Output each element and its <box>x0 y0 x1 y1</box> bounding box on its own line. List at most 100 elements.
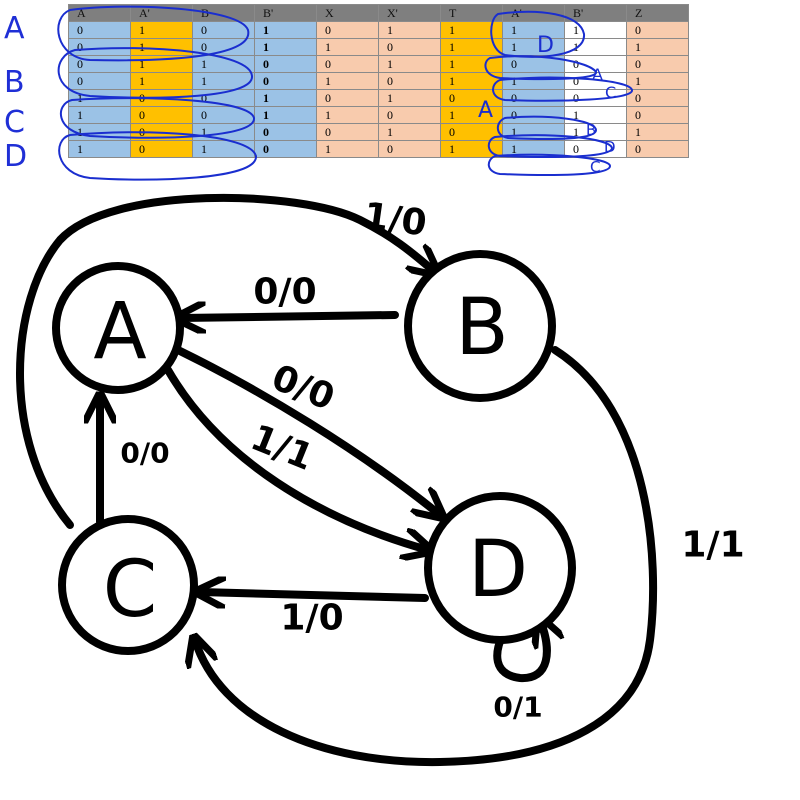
table-cell: 0 <box>502 55 565 73</box>
table-cell: 0 <box>254 140 317 158</box>
table-cell: 0 <box>626 21 689 39</box>
table-cell: 1 <box>502 140 565 158</box>
table-cell: 0 <box>626 89 689 107</box>
column-header: A <box>68 4 131 22</box>
column-header: A' <box>130 4 193 22</box>
table-cell: 0 <box>564 72 627 90</box>
state-circle <box>424 492 576 644</box>
table-cell: 0 <box>254 123 317 141</box>
table-cell: 0 <box>316 21 379 39</box>
table-cell: 0 <box>130 123 193 141</box>
table-cell: 0 <box>316 89 379 107</box>
row-state-label: A <box>4 11 25 46</box>
table-cell: 1 <box>68 106 131 124</box>
table-cell: 0 <box>192 21 255 39</box>
table-cell: 1 <box>502 38 565 56</box>
table-cell: 1 <box>254 106 317 124</box>
table-cell: 0 <box>316 55 379 73</box>
table-cell: 1 <box>378 55 441 73</box>
table-cell: 0 <box>564 89 627 107</box>
edge-label-d-self-loop: 0/1 <box>493 691 542 724</box>
state-node-d: D <box>424 492 576 644</box>
state-circle <box>404 250 556 402</box>
table-cell: 1 <box>254 21 317 39</box>
table-cell: 1 <box>316 106 379 124</box>
table-cell: 0 <box>502 89 565 107</box>
edge-label-a-to-d-0: 0/0 <box>266 357 340 419</box>
state-diagram: A B C D 1/0 0/0 0/0 1/1 0/0 1/1 1/0 0/1 <box>16 193 745 767</box>
column-header: B' <box>564 4 627 22</box>
column-header: X <box>316 4 379 22</box>
state-label: C <box>103 545 157 635</box>
table-cell: 1 <box>192 140 255 158</box>
table-cell: 0 <box>502 106 565 124</box>
edge-a-to-d-1 <box>164 366 428 550</box>
table-cell: 0 <box>68 72 131 90</box>
table-cell: 1 <box>440 106 503 124</box>
table-cell: 0 <box>192 106 255 124</box>
column-header: A' <box>502 4 565 22</box>
table-cell: 1 <box>254 89 317 107</box>
table-cell: 1 <box>564 21 627 39</box>
table-cell: 1 <box>502 72 565 90</box>
table-cell: 1 <box>316 140 379 158</box>
state-node-c: C <box>58 515 198 655</box>
table-cell: 1 <box>564 106 627 124</box>
edge-label-b-to-a: 0/0 <box>253 272 316 313</box>
table-cell: 0 <box>440 89 503 107</box>
table-cell: 1 <box>440 55 503 73</box>
table-cell: 1 <box>440 21 503 39</box>
table-cell: 0 <box>130 140 193 158</box>
row-state-label: C <box>4 105 25 140</box>
table-cell: 0 <box>626 140 689 158</box>
table-cell: 0 <box>68 55 131 73</box>
edge-d-to-c <box>200 592 429 598</box>
table-cell: 1 <box>130 38 193 56</box>
edge-a-to-b <box>16 193 435 529</box>
edge-label-c-to-a: 0/0 <box>120 437 169 470</box>
table-cell: 1 <box>440 72 503 90</box>
column-header: B <box>192 4 255 22</box>
table-cell: 1 <box>378 123 441 141</box>
table-cell: 1 <box>564 38 627 56</box>
edge-b-to-a <box>180 315 399 318</box>
table-cell: 1 <box>502 21 565 39</box>
table-cell: 1 <box>440 140 503 158</box>
table-cell: 0 <box>316 123 379 141</box>
table-cell: 1 <box>130 21 193 39</box>
table-cell: 1 <box>254 38 317 56</box>
table-cell: 0 <box>68 21 131 39</box>
table-cell: 1 <box>564 123 627 141</box>
table-cell: 1 <box>378 89 441 107</box>
edge-label-b-to-c: 1/1 <box>681 525 744 566</box>
table-cell: 0 <box>378 38 441 56</box>
table-cell: 0 <box>564 55 627 73</box>
table-cell: 1 <box>68 89 131 107</box>
state-node-a: A <box>52 262 184 394</box>
column-header: T <box>440 4 503 22</box>
table-cell: 0 <box>130 89 193 107</box>
edge-label-a-to-b: 1/0 <box>361 195 429 244</box>
table-cell: 1 <box>626 72 689 90</box>
table-cell: 0 <box>378 72 441 90</box>
table-cell: 1 <box>130 55 193 73</box>
table-cell: 1 <box>192 72 255 90</box>
table-cell: 0 <box>192 38 255 56</box>
table-cell: 1 <box>502 123 565 141</box>
table-cell: 0 <box>440 123 503 141</box>
state-label: B <box>455 283 509 373</box>
column-header: B' <box>254 4 317 22</box>
table-cell: 0 <box>378 140 441 158</box>
table-cell: 1 <box>378 21 441 39</box>
table-cell: 1 <box>316 38 379 56</box>
table-cell: 0 <box>254 55 317 73</box>
table-cell: 1 <box>192 55 255 73</box>
